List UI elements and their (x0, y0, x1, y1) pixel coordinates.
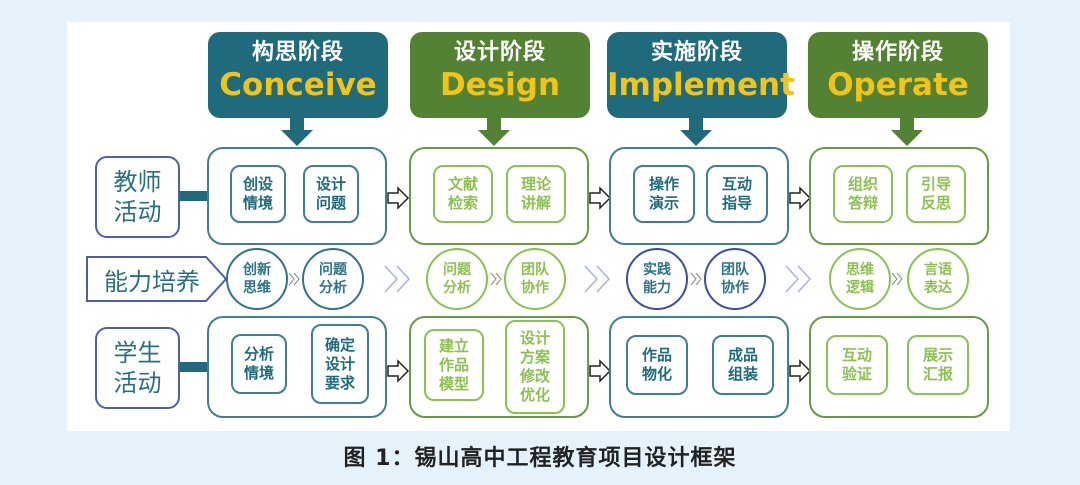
small-chevron-icon (288, 272, 903, 286)
ability-label-shape (86, 256, 228, 302)
phase-title-en: Implement (607, 67, 795, 103)
student-activity-item: 建立 作品 模型 (424, 329, 484, 401)
student-activity-item: 互动 验证 (826, 335, 888, 395)
outline-arrow-icon (589, 186, 612, 210)
ability-circle: 问题 分析 (302, 248, 364, 310)
teacher-activity-item: 创设 情境 (230, 165, 286, 223)
down-arrow-icon (680, 117, 712, 146)
student-box-conceive: 分析 情境 确定 设计 要求 (207, 316, 387, 418)
ability-circle: 问题 分析 (426, 248, 488, 310)
phase-title-en: Operate (827, 67, 969, 103)
phase-header-implement: 实施阶段 Implement (607, 32, 795, 118)
phase-title-en: Design (439, 67, 561, 103)
student-box-design: 建立 作品 模型 设计 方案 修改 优化 (409, 316, 589, 418)
teacher-activity-item: 组织 答辩 (833, 165, 893, 223)
down-arrow-icon (478, 117, 510, 146)
ability-circle: 实践 能力 (626, 248, 688, 310)
teacher-activity-item: 操作 演示 (633, 165, 695, 223)
outline-arrow-icon (387, 186, 410, 210)
teacher-activity-item: 设计 问题 (303, 165, 359, 223)
teacher-activity-item: 理论 讲解 (506, 165, 566, 223)
figure-caption: 图 1：锡山高中工程教育项目设计框架 (343, 446, 737, 471)
student-activity-item: 成品 组装 (712, 335, 774, 395)
phase-title-cn: 操作阶段 (851, 40, 944, 65)
phase-title-cn: 实施阶段 (650, 40, 743, 65)
teacher-activity-item: 互动 指导 (706, 165, 768, 223)
student-activity-item: 分析 情境 (231, 334, 287, 394)
phase-header-conceive: 构思阶段 Conceive (208, 32, 388, 118)
outline-arrow-icon (387, 359, 410, 383)
down-arrow-icon (891, 117, 923, 146)
outline-arrow-icon (789, 186, 812, 210)
phase-header-operate: 操作阶段 Operate (808, 32, 988, 118)
outline-arrow-icon (789, 359, 812, 383)
ability-circle: 团队 协作 (704, 248, 766, 310)
student-activity-label: 学生 活动 (95, 327, 180, 409)
student-activity-item: 设计 方案 修改 优化 (505, 320, 565, 414)
teacher-activity-item: 引导 反思 (906, 165, 966, 223)
teacher-box-implement: 操作 演示 互动 指导 (609, 147, 789, 245)
student-activity-item: 作品 物化 (626, 335, 688, 395)
double-chevron-icon (384, 265, 812, 293)
outline-arrow-icon (589, 359, 612, 383)
phase-header-design: 设计阶段 Design (410, 32, 590, 118)
student-box-implement: 作品 物化 成品 组装 (609, 316, 789, 418)
ability-training-label: 能力培养 (104, 267, 200, 296)
down-arrow-icon (281, 117, 313, 146)
teacher-box-operate: 组织 答辩 引导 反思 (809, 147, 989, 245)
teacher-box-conceive: 创设 情境 设计 问题 (207, 147, 387, 245)
phase-title-cn: 构思阶段 (251, 40, 344, 65)
ability-circle: 团队 协作 (504, 248, 566, 310)
ability-circle: 言语 表达 (907, 248, 969, 310)
teacher-box-design: 文献 检索 理论 讲解 (409, 147, 589, 245)
student-activity-item: 展示 汇报 (907, 335, 969, 395)
phase-title-en: Conceive (219, 67, 377, 103)
ability-circle: 思维 逻辑 (829, 248, 891, 310)
phase-title-cn: 设计阶段 (453, 40, 546, 65)
ability-circle: 创新 思维 (226, 248, 288, 310)
teacher-activity-item: 文献 检索 (433, 165, 493, 223)
student-activity-item: 确定 设计 要求 (311, 324, 369, 404)
teacher-activity-label: 教师 活动 (95, 156, 180, 238)
student-box-operate: 互动 验证 展示 汇报 (809, 316, 989, 418)
